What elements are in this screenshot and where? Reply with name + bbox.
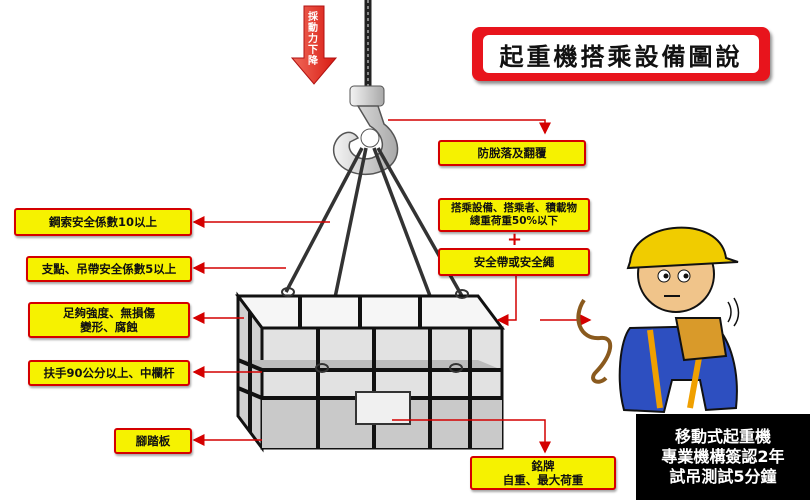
note-line-3: 試吊測試5分鐘: [669, 467, 777, 486]
down-arrow-icon: [290, 5, 338, 85]
crane-hook: [333, 85, 399, 176]
pointer-lines: [192, 119, 592, 454]
label-toeboard: 腳踏板: [114, 428, 192, 454]
hook-arrow-text: 採動力下降: [308, 12, 318, 67]
label-anti-drop: 防脫落及翻覆: [438, 140, 586, 166]
label-handrail: 扶手90公分以上、中欄杆: [28, 360, 190, 386]
label-nameplate: 銘牌 自重、最大荷重: [470, 456, 616, 490]
lifting-platform: [235, 287, 505, 453]
plus-sign: +: [507, 229, 523, 250]
label-fulcrum: 支點、吊帶安全係數5以上: [26, 256, 192, 282]
note-line-2: 專業機構簽認2年: [661, 447, 785, 466]
title-banner: 起重機搭乘設備圖說: [472, 27, 770, 81]
label-load-limit: 搭乘設備、搭乘者、積載物 總重荷重50%以下: [438, 198, 590, 232]
label-wire-rope: 鋼索安全係數10以上: [14, 208, 192, 236]
nameplate: [355, 391, 411, 425]
note-line-1: 移動式起重機: [674, 427, 771, 446]
page-title: 起重機搭乘設備圖說: [483, 35, 759, 73]
worker-character-icon: [576, 226, 740, 414]
label-harness: 安全帶或安全繩: [438, 248, 590, 276]
label-strength: 足夠強度、無損傷 變形、腐蝕: [28, 302, 190, 338]
inspection-note: 移動式起重機 專業機構簽認2年 試吊測試5分鐘: [636, 414, 810, 500]
